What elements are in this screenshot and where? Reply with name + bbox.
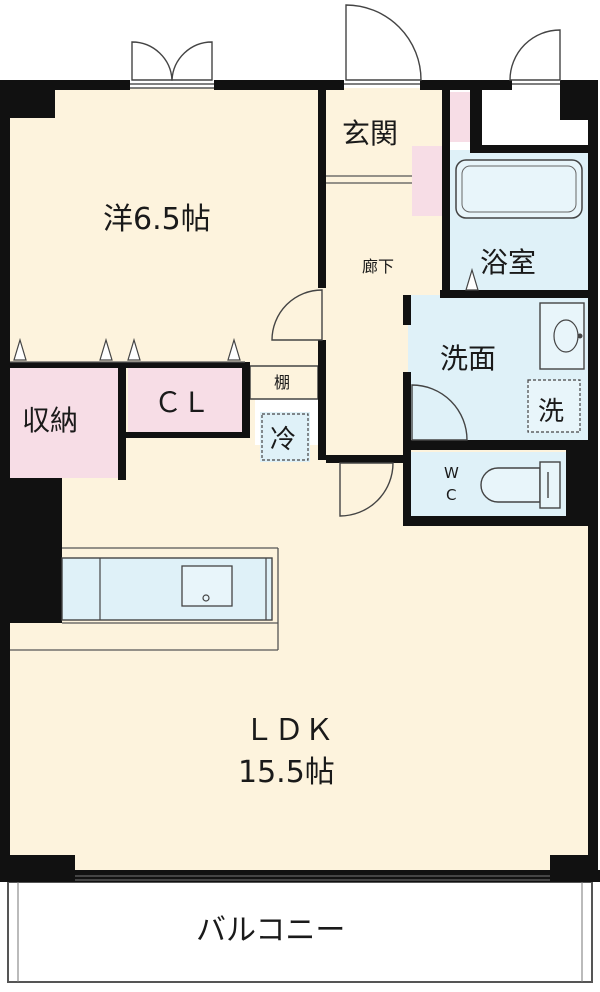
room-label-wc-top: W [444,464,459,482]
wash-basin-icon [539,302,585,370]
room-label-fridge: 冷 [270,425,296,455]
room-label-ldk-name: ＬＤＫ [244,713,334,748]
detail-lines [10,175,412,651]
room-label-ldk-size: 15.5帖 [238,755,335,790]
room-label-entrance: 玄関 [342,117,398,150]
room-label-western: 洋6.5帖 [103,202,211,237]
door-swings [131,4,561,81]
room-label-washroom: 洗面 [440,342,496,375]
room-label-wc-bottom: C [446,486,456,504]
bathtub-icon [455,159,583,219]
room-label-shelf: 棚 [274,373,290,392]
room-label-washer: 洗 [538,397,564,427]
toilet-icon [480,461,561,509]
interior-doors [271,289,468,517]
room-label-closet: ＣＬ [154,386,210,419]
room-label-bath: 浴室 [480,246,536,279]
closet-fills [10,92,470,478]
washing-machine-icon [527,379,581,433]
room-label-storage: 収納 [22,404,78,437]
sink-icon [181,565,233,607]
windows-top [75,83,560,881]
balcony-area [7,881,593,983]
closet-door-marks [13,267,479,361]
room-label-hallway: 廊下 [362,257,394,276]
room-label-balcony: バルコニー [196,913,345,948]
fridge-icon [261,413,309,461]
kitchen-counter [61,557,273,621]
